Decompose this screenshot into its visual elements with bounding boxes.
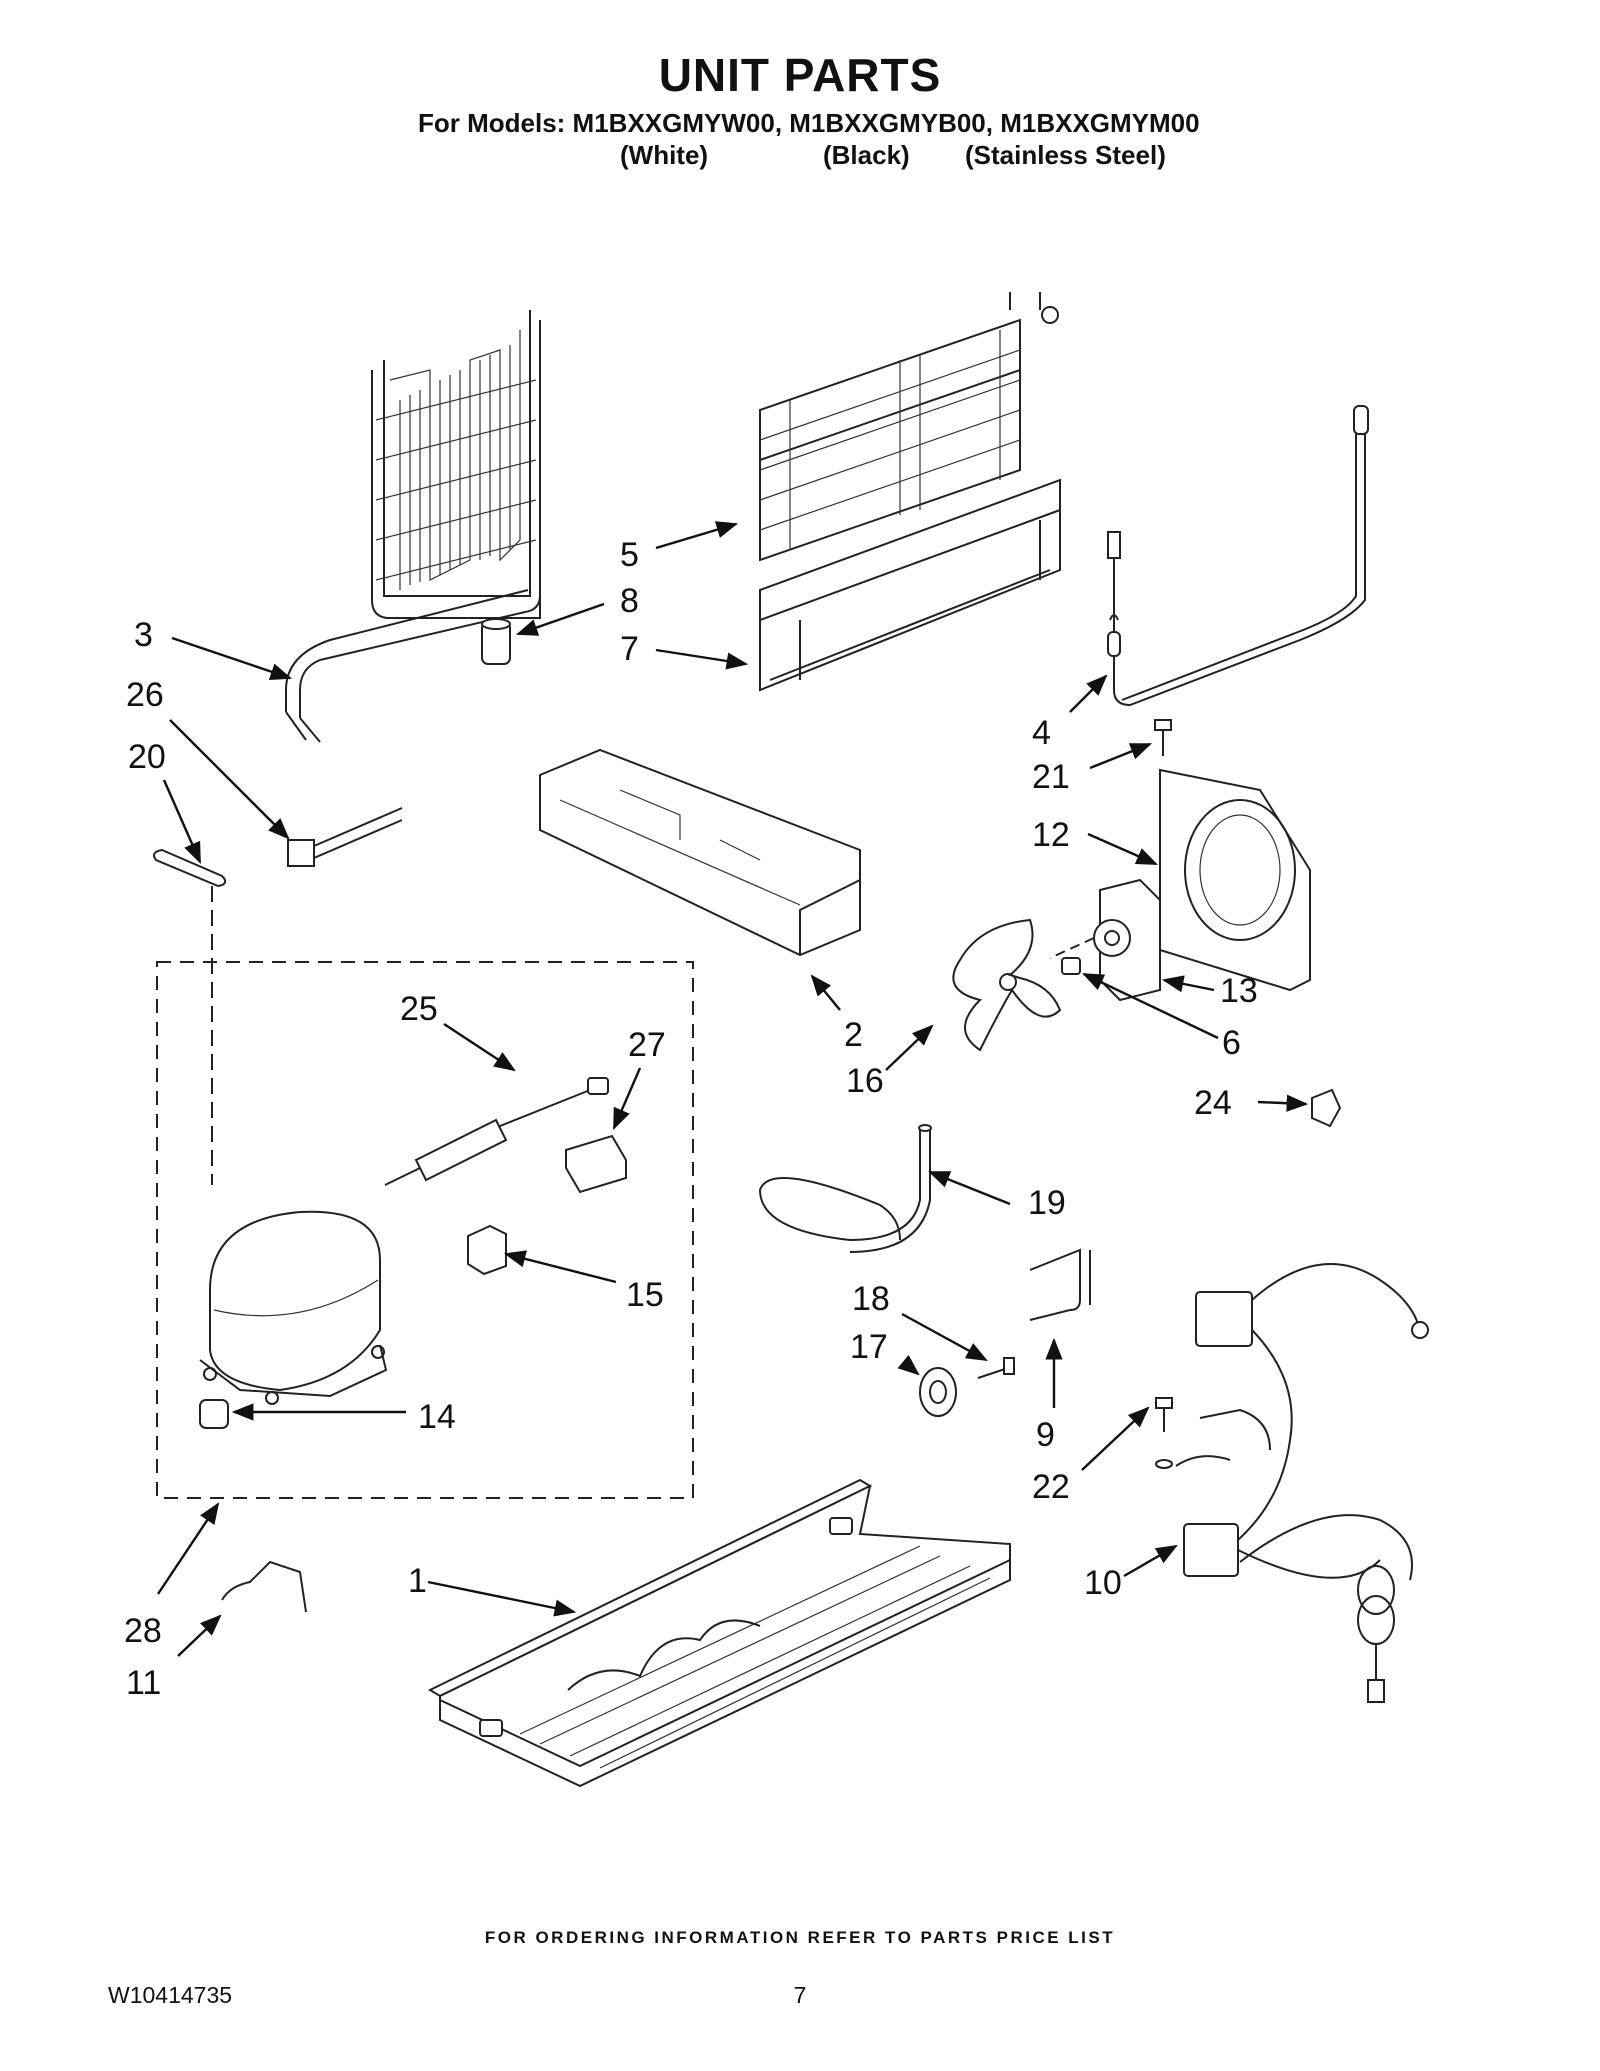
callout-1: 1 <box>408 1562 427 1600</box>
part-thermistor <box>1107 405 1369 707</box>
leader-6 <box>1082 972 1219 1040</box>
leader-13 <box>1161 975 1215 993</box>
ordering-note: FOR ORDERING INFORMATION REFER TO PARTS … <box>484 1928 1116 1947</box>
part-drier <box>481 618 511 665</box>
part-roller <box>919 1367 957 1417</box>
callout-20: 20 <box>128 738 166 776</box>
leader-18 <box>901 1312 988 1362</box>
leader-19 <box>927 1170 1011 1206</box>
leader-16 <box>885 1024 934 1071</box>
part-strap <box>153 848 227 1185</box>
part-wire-harness <box>1175 1263 1429 1703</box>
leader-26 <box>169 719 290 840</box>
part-compressor <box>199 1210 388 1405</box>
document-number: W10414735 <box>108 1982 233 2008</box>
leader-2 <box>810 974 841 1011</box>
callout-9: 9 <box>1036 1416 1055 1454</box>
callout-8: 8 <box>620 582 639 620</box>
variant-stainless-steel: (Stainless Steel) <box>965 140 1166 170</box>
part-drain-trough <box>759 478 1061 692</box>
callout-28: 28 <box>124 1612 162 1650</box>
callout-10: 10 <box>1084 1564 1122 1602</box>
models-line: For Models: M1BXXGMYW00, M1BXXGMYB00, M1… <box>418 108 1200 138</box>
leader-lines <box>157 521 1309 1657</box>
callout-labels: 1 2 3 4 5 6 7 8 9 10 11 12 13 14 15 16 1… <box>124 536 1258 1702</box>
part-screw-21 <box>1154 719 1172 756</box>
callout-22: 22 <box>1032 1468 1070 1506</box>
part-base-plate <box>427 1478 1011 1788</box>
leader-28 <box>157 1502 220 1595</box>
leader-25 <box>443 1022 516 1072</box>
part-tube-elbow <box>1029 1248 1091 1321</box>
part-clip <box>1311 1088 1342 1128</box>
callout-19: 19 <box>1028 1184 1066 1222</box>
leader-24 <box>1257 1094 1309 1112</box>
part-screw-22 <box>1155 1397 1173 1469</box>
part-start-device <box>384 1077 609 1186</box>
page-number: 7 <box>793 1982 807 2008</box>
part-base-pan <box>539 748 861 957</box>
part-condenser-coil <box>285 310 541 743</box>
part-drain-tube <box>758 1124 932 1253</box>
variant-black: (Black) <box>823 140 910 170</box>
callout-7: 7 <box>620 630 639 668</box>
callout-11: 11 <box>126 1664 161 1702</box>
callout-21: 21 <box>1032 758 1070 796</box>
callout-16: 16 <box>846 1062 884 1100</box>
callout-12: 12 <box>1032 816 1070 854</box>
variant-white: (White) <box>620 140 709 170</box>
leader-27 <box>612 1067 642 1130</box>
callout-27: 27 <box>628 1026 666 1064</box>
part-bracket <box>467 1224 507 1276</box>
leader-10 <box>1123 1544 1178 1578</box>
callout-5: 5 <box>620 536 639 574</box>
leader-15 <box>503 1250 617 1284</box>
part-fan-blade <box>952 918 1062 1052</box>
callout-17: 17 <box>850 1328 888 1366</box>
compressor-kit-boundary <box>156 961 694 1499</box>
leader-21 <box>1089 742 1153 770</box>
part-grommet <box>199 1399 229 1429</box>
leader-4 <box>1069 674 1108 713</box>
part-fan-shroud <box>1159 768 1311 992</box>
callout-15: 15 <box>626 1276 664 1314</box>
callout-18: 18 <box>852 1280 890 1318</box>
callout-4: 4 <box>1032 714 1051 752</box>
page-title: UNIT PARTS <box>658 49 942 101</box>
leader-8 <box>515 602 605 636</box>
part-cable-tie <box>287 807 403 867</box>
leader-11 <box>177 1614 222 1657</box>
part-roller-pin <box>977 1357 1015 1379</box>
callout-25: 25 <box>400 990 438 1028</box>
leader-22 <box>1081 1406 1150 1471</box>
part-screw-6 <box>1061 957 1081 975</box>
callout-3: 3 <box>134 616 153 654</box>
leader-20 <box>162 779 202 864</box>
callout-26: 26 <box>126 676 164 714</box>
part-fan-motor <box>1049 878 1161 1002</box>
part-relay-box <box>565 1134 627 1194</box>
part-evaporator <box>759 292 1059 562</box>
callout-24: 24 <box>1194 1084 1232 1122</box>
callout-13: 13 <box>1220 972 1258 1010</box>
leader-17 <box>897 1354 920 1376</box>
callout-6: 6 <box>1222 1024 1241 1062</box>
leader-1 <box>427 1580 577 1617</box>
leader-12 <box>1087 832 1158 866</box>
leader-7 <box>655 648 749 670</box>
leader-3 <box>171 636 293 680</box>
callout-14: 14 <box>418 1398 456 1436</box>
part-wire-clip <box>221 1560 307 1613</box>
callout-2: 2 <box>844 1016 863 1054</box>
leader-5 <box>655 521 739 550</box>
